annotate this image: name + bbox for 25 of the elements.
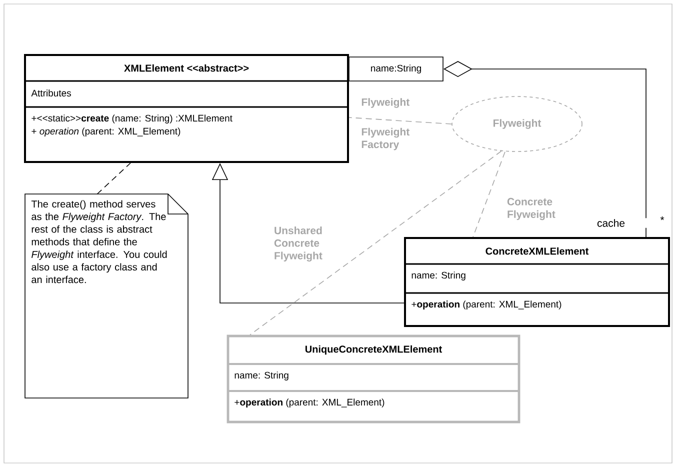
edge-label: cache [597,219,625,227]
edge-label: Concrete Flyweight [507,198,556,220]
method-text: + operation (parent: XML_Element) [32,128,180,136]
method-text: +operation (parent: XML_Element) [412,300,562,310]
note: The create() method serves as the Flyweight Factory. The rest of the class is abstract methods that define the Flyweight interface. You could also use a factory class and an interface. [24,194,188,398]
edge-label: Unshared Concrete Flyweight [274,226,322,262]
class-box [404,237,670,327]
connector [348,117,452,124]
qualifier-box: name:String [348,56,444,82]
role-label: Flyweight Factory [362,128,410,150]
method-text: +<<static>>create (name: String) :XMLElement [32,114,232,124]
class-name: UniqueConcreteXMLElement [305,345,442,355]
class-box [24,54,349,163]
method-text: +operation (parent: XML_Element) [234,398,384,408]
role-label: * [660,216,664,220]
attribute-text: Attributes [31,90,71,96]
class-name: XMLElement <<abstract>> [124,64,249,72]
connector [250,150,502,336]
role-label: Flyweight [362,98,410,108]
connector [96,162,131,194]
attribute-text: name: String [412,272,466,280]
connector [472,152,506,238]
attribute-text: name: String [234,372,288,380]
class-box [226,334,520,424]
class-name: ConcreteXMLElement [486,247,589,255]
